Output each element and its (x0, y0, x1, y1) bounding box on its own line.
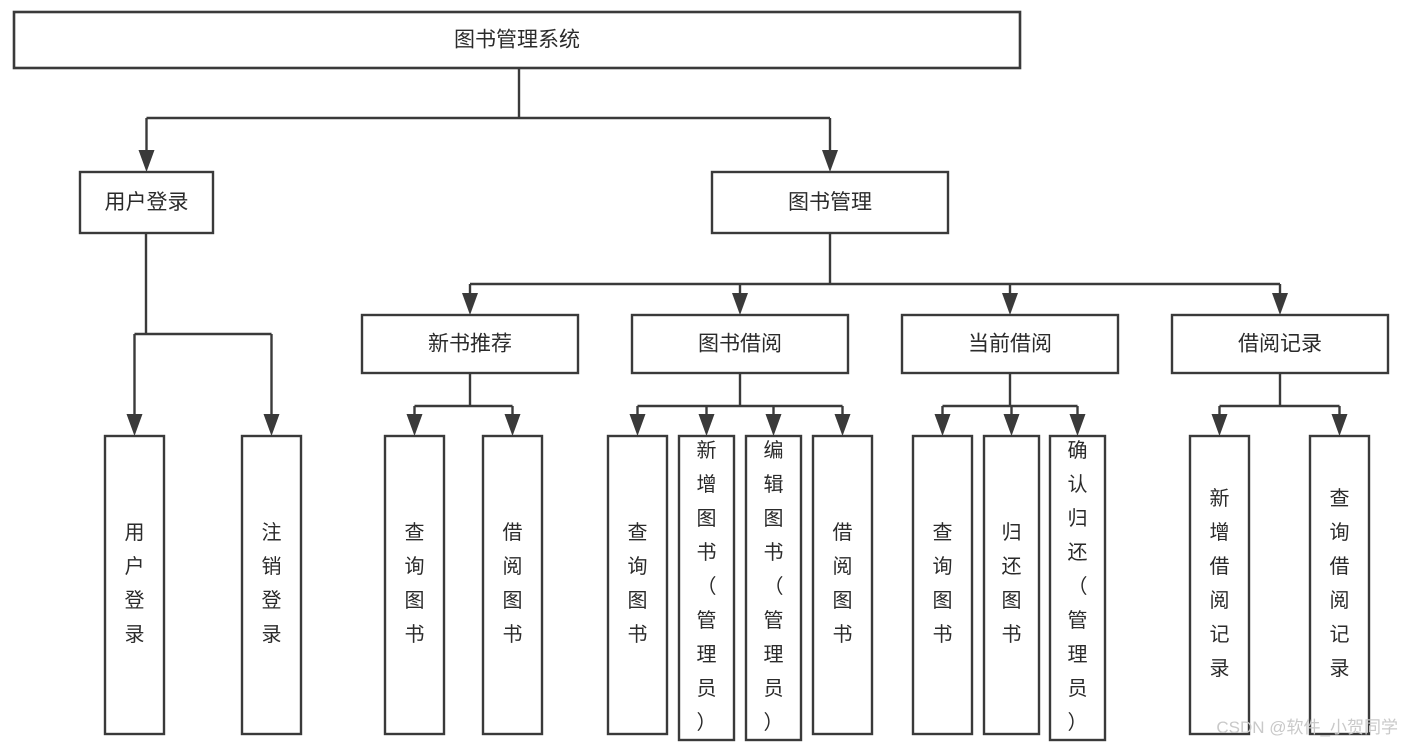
node-label: 查询图书 (405, 521, 425, 646)
connector-book-manage-fan (462, 233, 1288, 315)
arrow-head-icon (629, 414, 646, 436)
node-label: 用户登录 (105, 191, 189, 214)
arrow-head-icon (698, 414, 715, 436)
node-label: 编辑图书（管理员） (764, 439, 784, 734)
node-new-book-recommend[interactable]: 新书推荐 (360, 313, 580, 375)
node-box[interactable] (12, 10, 1022, 70)
arrow-head-icon (934, 414, 951, 436)
arrow-head-icon (263, 414, 280, 436)
connector-layer (126, 68, 1348, 436)
node-leaf-add-book[interactable]: 新增图书（管理员） (677, 434, 736, 742)
node-box[interactable] (1048, 434, 1107, 742)
arrow-head-icon (1002, 293, 1018, 315)
node-box[interactable] (78, 170, 215, 235)
arrow-head-icon (1211, 414, 1228, 436)
node-box[interactable] (1188, 434, 1251, 736)
node-label: 借阅记录 (1238, 333, 1322, 356)
node-label: 新增借阅记录 (1210, 487, 1230, 680)
arrow-head-icon (1069, 414, 1086, 436)
node-root[interactable]: 图书管理系统 (12, 10, 1022, 70)
node-label: 用户登录 (125, 522, 145, 646)
node-leaf-return-book[interactable]: 归还图书 (982, 434, 1041, 736)
arrow-head-icon (504, 414, 521, 436)
node-box[interactable] (360, 313, 580, 375)
node-leaf-query-book-current[interactable]: 查询图书 (911, 434, 974, 736)
node-label: 借阅图书 (503, 521, 523, 646)
node-leaf-user-logout[interactable]: 注销登录 (240, 434, 303, 736)
node-leaf-query-book-borrow[interactable]: 查询图书 (606, 434, 669, 736)
arrow-head-icon (765, 414, 782, 436)
node-label: 图书管理 (788, 191, 872, 214)
node-box[interactable] (103, 434, 166, 736)
node-label: 查询图书 (933, 521, 953, 646)
node-book-borrow[interactable]: 图书借阅 (630, 313, 850, 375)
csdn-watermark: CSDN @软件_小贺同学 (1216, 718, 1398, 737)
arrow-head-icon (834, 414, 851, 436)
arrow-head-icon (126, 414, 143, 436)
node-box[interactable] (677, 434, 736, 742)
node-layer: 图书管理系统用户登录图书管理新书推荐图书借阅当前借阅借阅记录用户登录注销登录查询… (12, 10, 1390, 742)
node-label: 确认归还（管理员） (1068, 439, 1088, 734)
node-book-manage[interactable]: 图书管理 (710, 170, 950, 235)
node-box[interactable] (744, 434, 803, 742)
node-label: 注销登录 (262, 521, 282, 646)
connector-current-borrow-fan (934, 373, 1086, 436)
arrow-head-icon (732, 293, 748, 315)
node-label: 图书管理系统 (454, 29, 580, 52)
node-label: 新增图书（管理员） (697, 439, 717, 734)
connector-new-book-fan (406, 373, 521, 436)
node-user-login[interactable]: 用户登录 (78, 170, 215, 235)
node-box[interactable] (1308, 434, 1371, 736)
node-current-borrow[interactable]: 当前借阅 (900, 313, 1120, 375)
node-box[interactable] (811, 434, 874, 736)
node-label: 归还图书 (1002, 521, 1022, 646)
connector-user-login-fan (126, 233, 280, 436)
arrow-head-icon (1272, 293, 1288, 315)
node-box[interactable] (481, 434, 544, 736)
node-box[interactable] (606, 434, 669, 736)
node-label: 查询图书 (628, 521, 648, 646)
node-borrow-record[interactable]: 借阅记录 (1170, 313, 1390, 375)
node-box[interactable] (240, 434, 303, 736)
arrow-head-icon (1331, 414, 1348, 436)
node-leaf-borrow-book-rec[interactable]: 借阅图书 (481, 434, 544, 736)
node-leaf-add-record[interactable]: 新增借阅记录 (1188, 434, 1251, 736)
node-label: 图书借阅 (698, 333, 782, 356)
node-box[interactable] (710, 170, 950, 235)
node-leaf-query-record[interactable]: 查询借阅记录 (1308, 434, 1371, 736)
arrow-head-icon (406, 414, 423, 436)
arrow-head-icon (462, 293, 478, 315)
node-box[interactable] (982, 434, 1041, 736)
node-label: 当前借阅 (968, 333, 1052, 356)
arrow-head-icon (138, 150, 155, 172)
node-leaf-confirm-return[interactable]: 确认归还（管理员） (1048, 434, 1107, 742)
node-leaf-borrow-book[interactable]: 借阅图书 (811, 434, 874, 736)
node-box[interactable] (1170, 313, 1390, 375)
node-leaf-query-book-rec[interactable]: 查询图书 (383, 434, 446, 736)
connector-borrow-record-fan (1211, 373, 1348, 436)
node-label: 查询借阅记录 (1330, 487, 1350, 680)
connector-root-fan (138, 68, 838, 172)
node-label: 新书推荐 (428, 333, 512, 356)
arrow-head-icon (1003, 414, 1020, 436)
node-leaf-user-login[interactable]: 用户登录 (103, 434, 166, 736)
node-box[interactable] (383, 434, 446, 736)
node-label: 借阅图书 (833, 521, 853, 646)
node-box[interactable] (911, 434, 974, 736)
node-leaf-edit-book[interactable]: 编辑图书（管理员） (744, 434, 803, 742)
connector-book-borrow-fan (629, 373, 851, 436)
node-box[interactable] (630, 313, 850, 375)
arrow-head-icon (822, 150, 838, 172)
node-box[interactable] (900, 313, 1120, 375)
